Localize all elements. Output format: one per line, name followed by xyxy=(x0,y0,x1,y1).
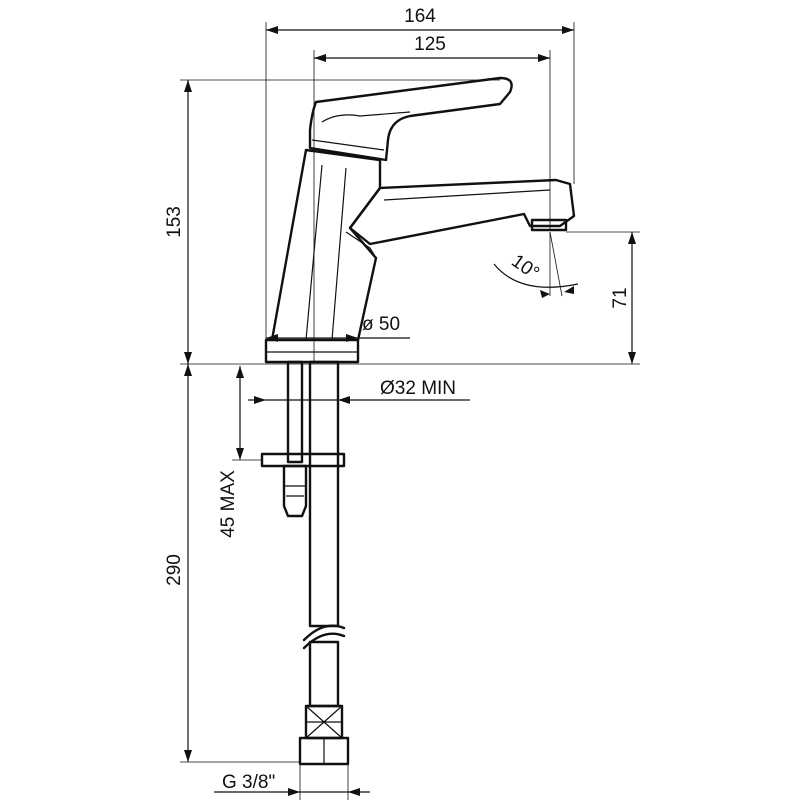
label-spout-height: 71 xyxy=(610,287,631,308)
spout xyxy=(348,178,576,246)
label-spout-reach: 125 xyxy=(414,34,446,55)
spout-detail xyxy=(345,231,377,259)
lever-handle xyxy=(308,76,513,162)
label-thread-size: G 3/8" xyxy=(222,772,275,793)
body-inner-line-2 xyxy=(331,167,347,341)
faucet-body xyxy=(264,76,576,364)
lever-collar xyxy=(311,139,385,151)
lever-detail xyxy=(321,111,411,123)
braided-hose-upper xyxy=(308,360,340,628)
aerator xyxy=(530,218,568,232)
mounting-assembly xyxy=(260,360,350,766)
dimension-lines xyxy=(180,22,640,800)
crimp-pattern xyxy=(305,705,343,739)
label-base-diameter: ø 50 xyxy=(362,314,400,335)
threaded-stud xyxy=(286,360,304,464)
label-hose-length: 290 xyxy=(164,554,185,586)
body-outline xyxy=(270,148,382,342)
angle-arc xyxy=(493,263,579,288)
label-overall-width: 164 xyxy=(404,6,436,27)
nut-detail xyxy=(284,485,306,497)
hose-break-mark xyxy=(302,624,346,650)
angle-ref-tilted xyxy=(549,231,563,297)
spout-top-line xyxy=(383,189,551,201)
label-hole-diameter: Ø32 MIN xyxy=(380,378,456,399)
label-total-height: 153 xyxy=(164,206,185,238)
braided-hose-lower xyxy=(308,640,340,708)
base-ring xyxy=(264,338,360,364)
fixing-nut xyxy=(282,464,308,518)
label-max-thickness: 45 MAX xyxy=(218,470,239,538)
